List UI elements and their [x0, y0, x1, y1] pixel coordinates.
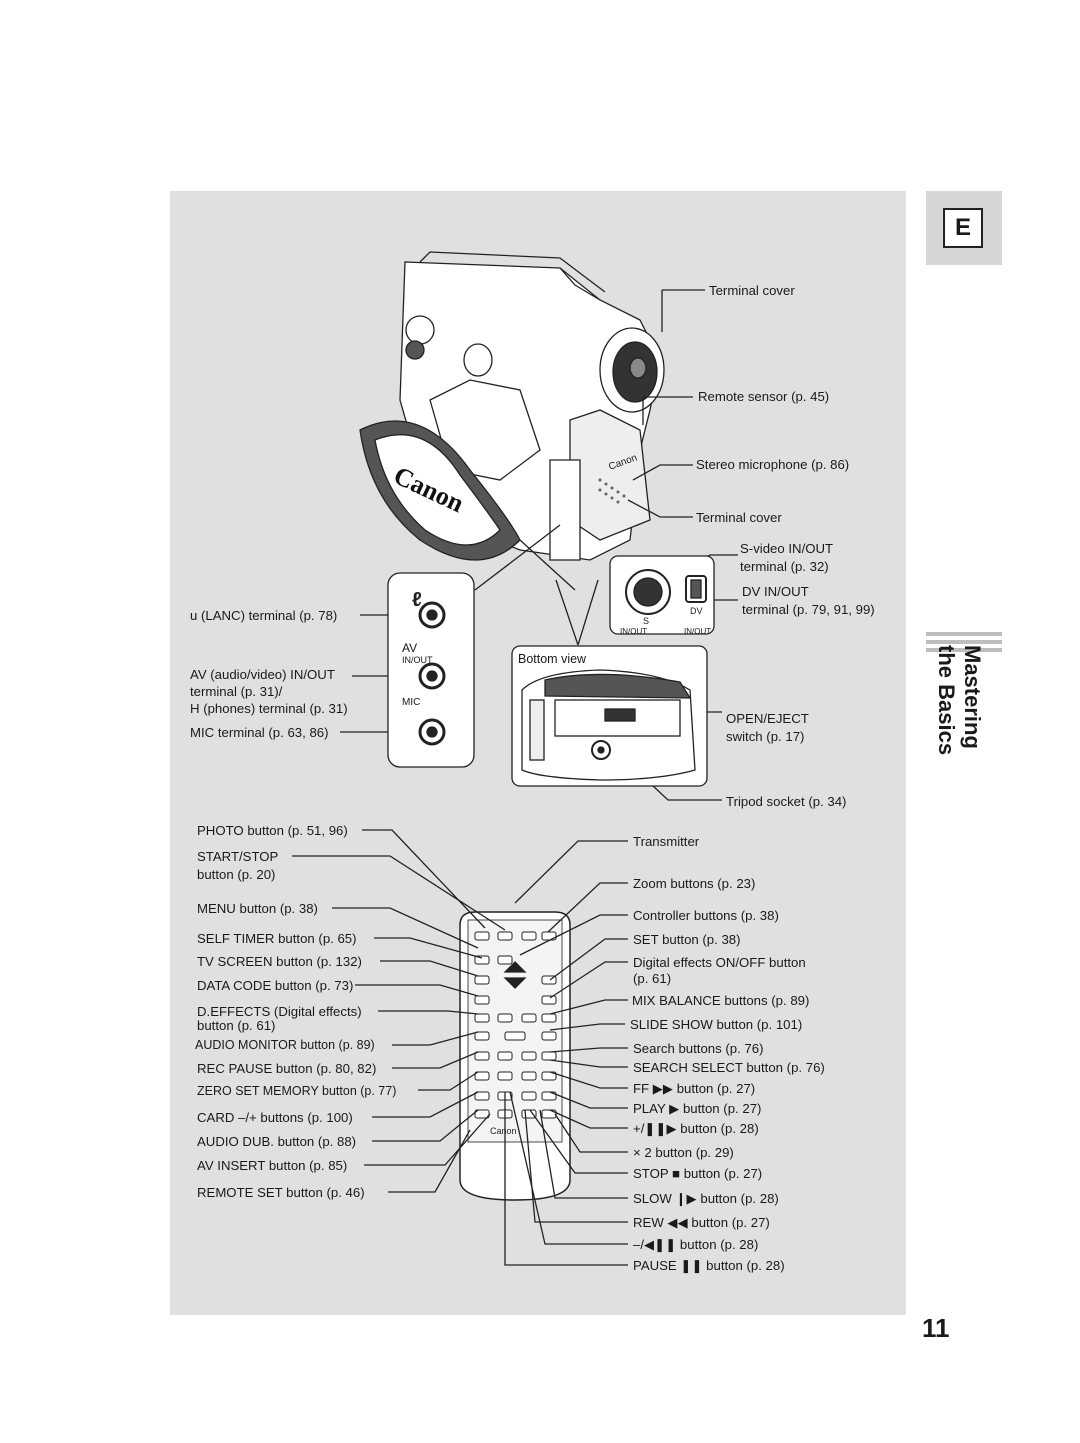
d-effects-onoff-label-2: (p. 61) [633, 971, 672, 986]
remote-illustration: Canon [459, 911, 571, 1201]
start-stop-label-1: START/STOP [197, 849, 279, 864]
inout-mark-a: IN/OUT [620, 627, 648, 636]
mic-mark: MIC [402, 697, 421, 708]
zero-set-memory-label: ZERO SET MEMORY button (p. 77) [197, 1084, 397, 1098]
d-effects-label-2: button (p. 61) [197, 1018, 276, 1033]
tv-screen-label: TV SCREEN button (p. 132) [197, 954, 362, 969]
terminal-cover-top-label: Terminal cover [709, 283, 795, 298]
frame-back-label: –/◀❚❚ button (p. 28) [633, 1237, 759, 1252]
data-code-label: DATA CODE button (p. 73) [197, 978, 354, 993]
slide-show-label: SLIDE SHOW button (p. 101) [630, 1017, 803, 1032]
self-timer-label: SELF TIMER button (p. 65) [197, 931, 357, 946]
bottom-view-label: Bottom view [518, 652, 587, 666]
remote-sensor-label: Remote sensor (p. 45) [698, 389, 830, 404]
inout-mark: IN/OUT [402, 655, 433, 665]
dv-svideo-panel [609, 555, 715, 635]
stereo-mic-label: Stereo microphone (p. 86) [696, 457, 850, 472]
start-stop-label-2: button (p. 20) [197, 867, 276, 882]
av-insert-label: AV INSERT button (p. 85) [197, 1158, 348, 1173]
mix-balance-label: MIX BALANCE buttons (p. 89) [632, 993, 810, 1008]
dv-label-2: terminal (p. 79, 91, 99) [742, 602, 875, 617]
d-effects-label-1: D.EFFECTS (Digital effects) [197, 1004, 362, 1019]
audio-monitor-label: AUDIO MONITOR button (p. 89) [195, 1038, 375, 1052]
av-label-1: AV (audio/video) IN/OUT [190, 667, 335, 682]
pause-button-label: PAUSE ❚❚ button (p. 28) [633, 1258, 785, 1273]
audio-dub-label: AUDIO DUB. button (p. 88) [197, 1134, 357, 1149]
av-mark: AV [402, 641, 418, 655]
search-buttons-label: Search buttons (p. 76) [633, 1041, 764, 1056]
lanc-icon: ℓ [412, 589, 422, 611]
controller-buttons-label: Controller buttons (p. 38) [633, 908, 779, 923]
bottom-view-illustration [511, 645, 708, 787]
open-eject-label-1: OPEN/EJECT [726, 711, 809, 726]
mic-label: MIC terminal (p. 63, 86) [190, 725, 329, 740]
search-select-label: SEARCH SELECT button (p. 76) [633, 1060, 825, 1075]
svideo-label-1: S-video IN/OUT [740, 541, 834, 556]
zoom-buttons-label: Zoom buttons (p. 23) [633, 876, 756, 891]
d-effects-onoff-label-1: Digital effects ON/OFF button [633, 955, 806, 970]
svideo-label-2: terminal (p. 32) [740, 559, 829, 574]
frame-advance-label: +/❚❚▶ button (p. 28) [633, 1121, 759, 1136]
rec-pause-label: REC PAUSE button (p. 80, 82) [197, 1061, 377, 1076]
dv-mark: DV [690, 606, 703, 616]
av-label-3: H (phones) terminal (p. 31) [190, 701, 348, 716]
section-letter: E [943, 208, 983, 248]
camcorder-illustration: Canon Canon [359, 251, 665, 561]
menu-button-label: MENU button (p. 38) [197, 901, 318, 916]
slow-button-label: SLOW ❙▶ button (p. 28) [633, 1191, 779, 1206]
rew-button-label: REW ◀◀ button (p. 27) [633, 1215, 770, 1230]
dv-label-1: DV IN/OUT [742, 584, 809, 599]
page-number: 11 [922, 1313, 950, 1343]
open-eject-label-2: switch (p. 17) [726, 729, 805, 744]
set-button-label: SET button (p. 38) [633, 932, 741, 947]
play-button-label: PLAY ▶ button (p. 27) [633, 1101, 762, 1116]
side-bars [926, 632, 1002, 656]
photo-button-label: PHOTO button (p. 51, 96) [197, 823, 348, 838]
ff-button-label: FF ▶▶ button (p. 27) [633, 1081, 756, 1096]
side-jack-panel: ℓ [387, 572, 475, 768]
terminal-cover-bottom-label: Terminal cover [696, 510, 782, 525]
transmitter-label: Transmitter [633, 834, 700, 849]
section-tab: E [926, 191, 1002, 265]
remote-set-label: REMOTE SET button (p. 46) [197, 1185, 365, 1200]
inout-mark-b: IN/OUT [684, 627, 712, 636]
card-buttons-label: CARD –/+ buttons (p. 100) [197, 1110, 353, 1125]
x2-button-label: × 2 button (p. 29) [633, 1145, 734, 1160]
s-mark: S [643, 616, 650, 626]
tripod-label: Tripod socket (p. 34) [726, 794, 847, 809]
av-label-2: terminal (p. 31)/ [190, 684, 283, 699]
remote-brand: Canon [490, 1126, 517, 1136]
stop-button-label: STOP ■ button (p. 27) [633, 1166, 763, 1181]
lanc-label: u (LANC) terminal (p. 78) [190, 608, 338, 623]
